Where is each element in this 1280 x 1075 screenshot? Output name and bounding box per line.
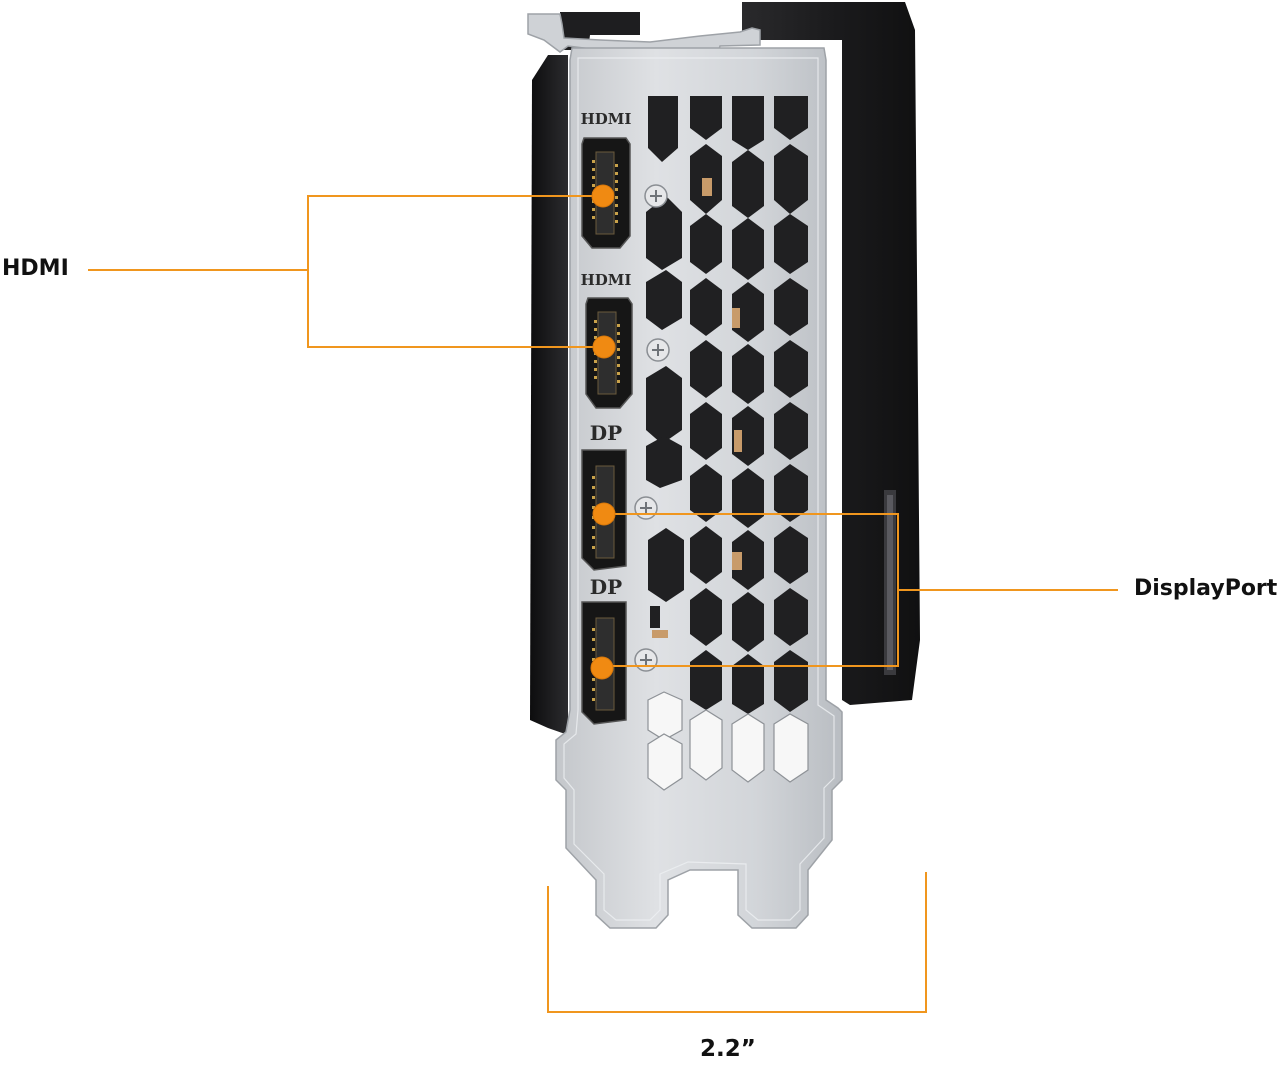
bracket-label-dp-1: DP	[590, 421, 622, 445]
bracket-label-hdmi-2: HDMI	[581, 271, 632, 289]
bracket-label-dp-2: DP	[590, 575, 622, 599]
heatpipe-glimpses	[652, 178, 742, 638]
cooler-shroud	[742, 2, 920, 705]
hdmi-callout-label: HDMI	[2, 256, 69, 281]
screw-slots	[640, 190, 664, 666]
vent-grid-lower	[647, 691, 809, 791]
shroud-left-edge	[530, 55, 568, 735]
bracket-width-label: 2.2”	[700, 1036, 756, 1062]
displayport-callout	[602, 513, 1118, 667]
bracket-width-dimension	[547, 872, 927, 1013]
hdmi-callout	[88, 195, 604, 348]
side-panel-highlight	[887, 495, 893, 670]
bracket-inner-edge	[563, 57, 835, 921]
bracket-small-slot	[650, 606, 660, 628]
port-callout-dots	[590, 184, 616, 680]
bracket-label-hdmi-1: HDMI	[581, 110, 632, 128]
displayport-callout-label: DisplayPort	[1134, 576, 1278, 601]
